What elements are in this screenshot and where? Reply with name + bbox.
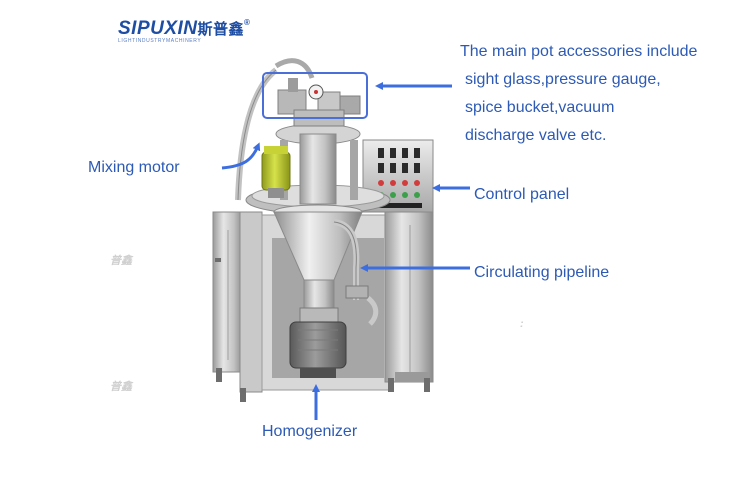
accessories-label-line3: spice bucket,vacuum	[465, 99, 615, 116]
mixing-motor-arrow	[221, 142, 261, 170]
vacuum-pipe	[235, 67, 278, 201]
homogenizer-label: Homogenizer	[262, 423, 358, 440]
watermark: :	[520, 318, 524, 330]
control-panel-label: Control panel	[474, 186, 570, 203]
homogenizer-unit	[289, 307, 347, 378]
pot-accessories	[274, 58, 361, 127]
conical-vessel	[273, 204, 363, 309]
watermark: 普鑫	[110, 381, 132, 393]
accessories-label-line1: The main pot accessories include	[460, 43, 698, 60]
watermark: 普鑫	[110, 255, 132, 267]
circulating-pipeline-label: Circulating pipeline	[474, 264, 610, 281]
mixing-motor	[261, 146, 291, 198]
logo-brand-text: SIPUXIN	[118, 18, 198, 39]
circulating-pipeline	[333, 219, 379, 326]
accessories-highlight-box	[262, 72, 368, 119]
accessories-label-line2: sight glass,pressure gauge,	[465, 71, 661, 88]
accessories-label-line4: discharge valve etc.	[465, 127, 607, 144]
logo-tagline: LIGHTINDUSTRYMACHINERY	[118, 38, 202, 44]
company-logo: SIPUXIN斯普鑫® LIGHTINDUSTRYMACHINERY	[118, 18, 250, 44]
annotation-arrows	[221, 82, 470, 420]
mixing-motor-label: Mixing motor	[88, 159, 180, 176]
logo-brand-cn: 斯普鑫	[197, 21, 245, 38]
logo-brand: SIPUXIN斯普鑫®	[118, 18, 251, 39]
machine-legs	[216, 368, 430, 402]
